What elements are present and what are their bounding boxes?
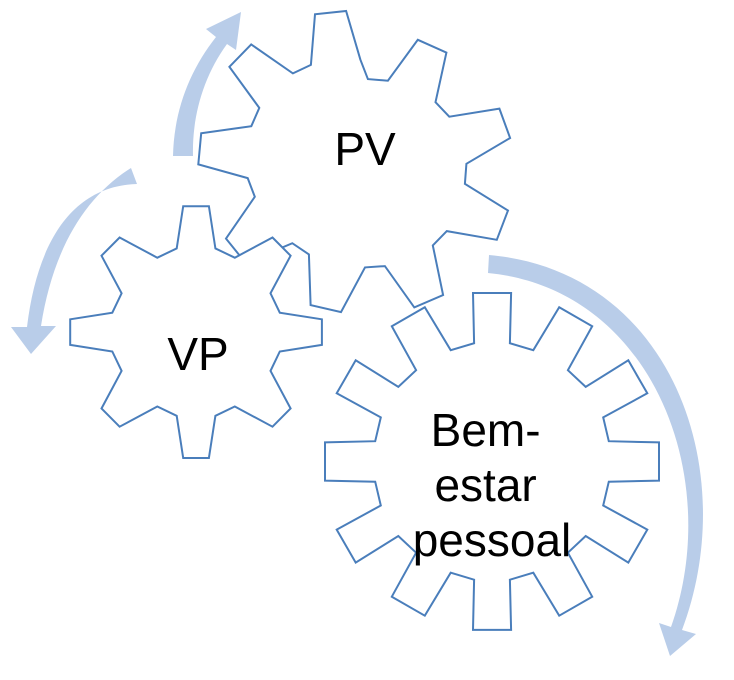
gear-bem-estar-outline bbox=[324, 292, 660, 631]
gear-bem-estar-label: Bem- estar pessoal bbox=[413, 404, 572, 566]
gear-pv-label: PV bbox=[334, 123, 396, 175]
arrow-bem-estar-cycle bbox=[488, 255, 703, 656]
gear-vp-label-line: VP bbox=[167, 328, 228, 380]
gear-bem-estar bbox=[324, 292, 660, 631]
gear-bem-estar-label-line-3: pessoal bbox=[413, 514, 572, 566]
gear-vp-label: VP bbox=[167, 328, 228, 380]
gear-pv-label-line: PV bbox=[334, 123, 396, 175]
arrow-pv-to-vp bbox=[11, 168, 137, 354]
arrow-vp-to-pv bbox=[173, 12, 241, 156]
gear-vp bbox=[69, 205, 323, 459]
gear-pv bbox=[197, 9, 512, 314]
gear-bem-estar-label-line-1: Bem- bbox=[431, 404, 541, 456]
gear-bem-estar-label-line-2: estar bbox=[434, 459, 536, 511]
gear-vp-outline bbox=[69, 205, 323, 459]
gear-pv-outline bbox=[197, 9, 512, 314]
